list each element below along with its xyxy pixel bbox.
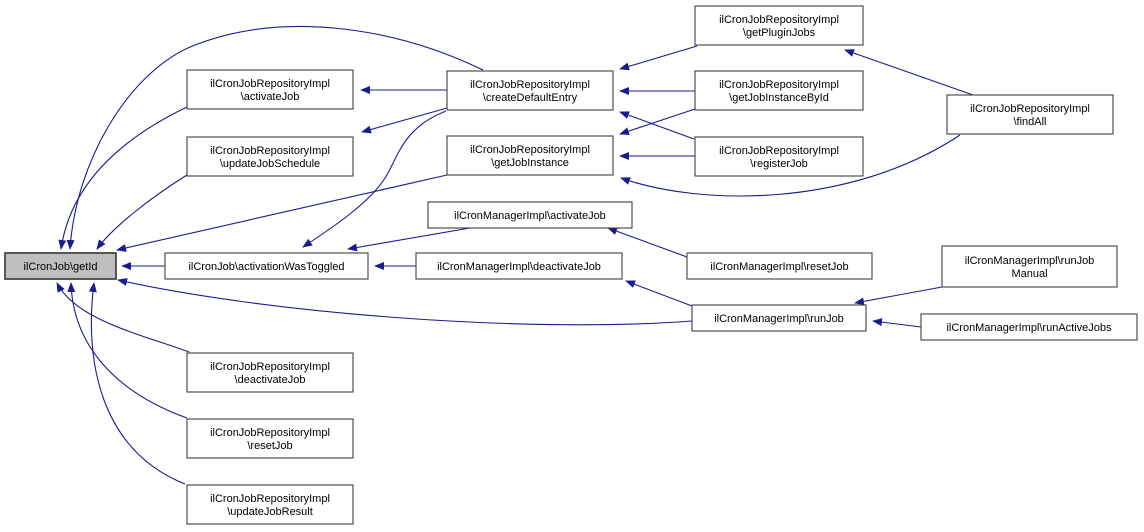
edge-mgr-runJob-to-mgr-deactivateJob (625, 280, 693, 307)
node-getJobInstance[interactable]: ilCronJobRepositoryImpl\getJobInstance (446, 135, 614, 176)
edge-getJobInstanceById-to-getJobInstance (619, 108, 696, 135)
edge-repo-resetJob-to-getId (67, 282, 188, 419)
node-createDefaultEntry[interactable]: ilCronJobRepositoryImpl\createDefaultEnt… (446, 70, 614, 111)
node-label-getPluginJobs-line1: ilCronJobRepositoryImpl (719, 14, 839, 26)
node-box-registerJob[interactable] (694, 136, 864, 177)
edge-mgr-runActiveJobs-to-mgr-runJob (872, 318, 922, 328)
node-box-createDefaultEntry[interactable] (446, 70, 614, 111)
node-box-mgr-runJobManual[interactable] (941, 245, 1118, 288)
node-box-repo-updateJobSchedule[interactable] (186, 136, 354, 177)
edge-repo-deactivateJob-to-getId (56, 282, 190, 353)
node-label-mgr-runJobManual-line2: Manual (1011, 268, 1047, 280)
edge-findAll-to-getJobInstance (620, 134, 961, 197)
node-label-repo-deactivateJob-line1: ilCronJobRepositoryImpl (210, 361, 330, 373)
node-box-repo-deactivateJob[interactable] (186, 352, 354, 393)
edge-repo-updateJobResult-to-getId (88, 282, 186, 485)
node-repo-updateJobSchedule[interactable]: ilCronJobRepositoryImpl\updateJobSchedul… (186, 136, 354, 177)
node-label-repo-updateJobSchedule-line1: ilCronJobRepositoryImpl (210, 145, 330, 157)
node-box-getPluginJobs[interactable] (694, 5, 864, 46)
node-repo-deactivateJob[interactable]: ilCronJobRepositoryImpl\deactivateJob (186, 352, 354, 393)
edge-repo-updateJobSchedule-to-getId (96, 174, 188, 250)
edge-createDefaultEntry-to-activationWasToggled (302, 110, 447, 248)
node-label-mgr-runJobManual-line1: ilCronManagerImpl\runJob (965, 255, 1095, 267)
node-label-getJobInstance-line1: ilCronJobRepositoryImpl (470, 144, 590, 156)
node-label-repo-activateJob-line1: ilCronJobRepositoryImpl (210, 78, 330, 90)
node-mgr-deactivateJob[interactable]: ilCronManagerImpl\deactivateJob (415, 252, 623, 280)
edge-mgr-resetJob-to-mgr-activateJob (607, 227, 688, 258)
edge-getJobInstance-to-getId (116, 174, 448, 252)
node-getId: ilCronJob\getId (4, 252, 117, 280)
node-findAll[interactable]: ilCronJobRepositoryImpl\findAll (946, 94, 1114, 135)
node-mgr-activateJob[interactable]: ilCronManagerImpl\activateJob (427, 201, 633, 229)
node-mgr-resetJob[interactable]: ilCronManagerImpl\resetJob (686, 252, 873, 280)
node-label-getJobInstanceById-line1: ilCronJobRepositoryImpl (719, 79, 839, 91)
node-box-mgr-resetJob[interactable] (686, 252, 873, 280)
edge-repo-activateJob-to-getId (58, 106, 188, 250)
node-label-getId-line1: ilCronJob\getId (24, 261, 98, 273)
node-label-findAll-line1: ilCronJobRepositoryImpl (970, 103, 1090, 115)
edge-registerJob-to-createDefaultEntry (619, 111, 695, 140)
node-label-getJobInstance-line2: \getJobInstance (491, 157, 569, 169)
node-label-registerJob-line1: ilCronJobRepositoryImpl (719, 145, 839, 157)
node-box-mgr-deactivateJob[interactable] (415, 252, 623, 280)
node-box-mgr-runActiveJobs[interactable] (920, 313, 1138, 341)
edge-mgr-runJob-to-getId (117, 278, 693, 326)
node-label-repo-activateJob-line2: \activateJob (241, 91, 300, 103)
node-box-repo-resetJob[interactable] (186, 418, 354, 459)
node-label-createDefaultEntry-line2: \createDefaultEntry (483, 92, 578, 104)
edge-getPluginJobs-to-createDefaultEntry (619, 45, 698, 71)
edge-mgr-runJobManual-to-mgr-runJob (854, 286, 943, 306)
node-label-getPluginJobs-line2: \getPluginJobs (743, 27, 816, 39)
node-box-getId (4, 252, 117, 280)
node-box-repo-updateJobResult[interactable] (186, 484, 354, 525)
node-repo-resetJob[interactable]: ilCronJobRepositoryImpl\resetJob (186, 418, 354, 459)
node-label-repo-updateJobResult-line1: ilCronJobRepositoryImpl (210, 493, 330, 505)
node-label-repo-resetJob-line2: \resetJob (247, 440, 292, 452)
node-label-mgr-runActiveJobs-line1: ilCronManagerImpl\runActiveJobs (946, 322, 1112, 334)
node-label-mgr-runJob-line1: ilCronManagerImpl\runJob (714, 313, 844, 325)
node-repo-activateJob[interactable]: ilCronJobRepositoryImpl\activateJob (186, 69, 354, 110)
node-label-createDefaultEntry-line1: ilCronJobRepositoryImpl (470, 79, 590, 91)
node-mgr-runJob[interactable]: ilCronManagerImpl\runJob (691, 304, 867, 332)
node-label-repo-resetJob-line1: ilCronJobRepositoryImpl (210, 427, 330, 439)
edge-mgr-activateJob-to-activationWasToggled (347, 227, 471, 252)
node-repo-updateJobResult[interactable]: ilCronJobRepositoryImpl\updateJobResult (186, 484, 354, 525)
node-box-findAll[interactable] (946, 94, 1114, 135)
node-mgr-runActiveJobs[interactable]: ilCronManagerImpl\runActiveJobs (920, 313, 1138, 341)
node-label-registerJob-line2: \registerJob (750, 158, 807, 170)
node-label-activationWasToggled-line1: ilCronJob\activationWasToggled (188, 261, 344, 273)
edge-createDefaultEntry-to-repo-updateJobSchedule (361, 107, 448, 134)
node-label-repo-updateJobResult-line2: \updateJobResult (227, 506, 313, 518)
node-activationWasToggled[interactable]: ilCronJob\activationWasToggled (164, 252, 369, 280)
node-box-mgr-runJob[interactable] (691, 304, 867, 332)
node-label-findAll-line2: \findAll (1013, 116, 1046, 128)
node-box-mgr-activateJob[interactable] (427, 201, 633, 229)
node-label-mgr-resetJob-line1: ilCronManagerImpl\resetJob (710, 261, 848, 273)
node-label-mgr-activateJob-line1: ilCronManagerImpl\activateJob (454, 210, 606, 222)
edge-createDefaultEntry-to-getId (66, 25, 484, 250)
node-box-activationWasToggled[interactable] (164, 252, 369, 280)
node-label-mgr-deactivateJob-line1: ilCronManagerImpl\deactivateJob (437, 261, 601, 273)
node-label-repo-deactivateJob-line2: \deactivateJob (235, 374, 306, 386)
node-box-getJobInstance[interactable] (446, 135, 614, 176)
node-label-repo-updateJobSchedule-line2: \updateJobSchedule (220, 158, 320, 170)
node-box-getJobInstanceById[interactable] (694, 70, 864, 111)
node-label-getJobInstanceById-line2: \getJobInstanceById (729, 92, 829, 104)
edge-findAll-to-getPluginJobs (844, 49, 974, 96)
node-box-repo-activateJob[interactable] (186, 69, 354, 110)
node-getJobInstanceById[interactable]: ilCronJobRepositoryImpl\getJobInstanceBy… (694, 70, 864, 111)
node-registerJob[interactable]: ilCronJobRepositoryImpl\registerJob (694, 136, 864, 177)
node-getPluginJobs[interactable]: ilCronJobRepositoryImpl\getPluginJobs (694, 5, 864, 46)
